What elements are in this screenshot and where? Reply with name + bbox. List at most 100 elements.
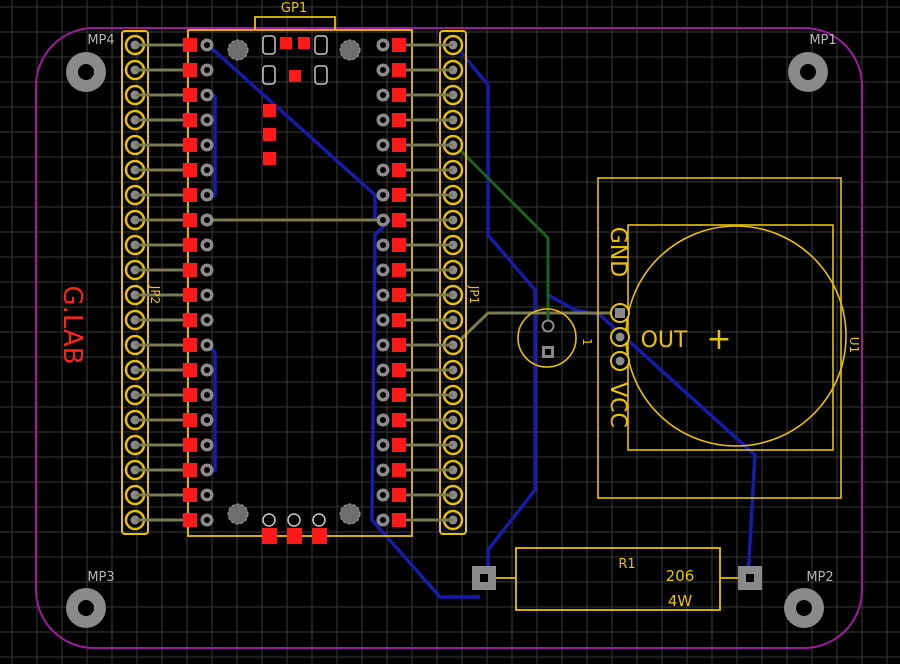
gp1-left-hole-center (204, 292, 210, 298)
gp1-right-hole-center (380, 92, 386, 98)
gp1-right-hole-center (380, 367, 386, 373)
gp1-bottom-pads (262, 513, 327, 544)
gp1-right-pads (376, 38, 453, 527)
gp1-left-hole-center (204, 367, 210, 373)
gp1-left-pad (183, 88, 197, 102)
gp1-left-pad (183, 63, 197, 77)
gp1-right-pad (392, 463, 406, 477)
gp1-left-pad (183, 138, 197, 152)
gp1-right-hole-center (380, 392, 386, 398)
gp1-right-hole-center (380, 317, 386, 323)
trace-blue-6 (547, 293, 757, 579)
gp1-left-hole-center (204, 267, 210, 273)
r1-power-label: 4W (668, 592, 693, 610)
gp1-left-hole-center (204, 242, 210, 248)
gp1-left-pads (135, 38, 214, 527)
r1-pads (472, 566, 762, 590)
r1-outline (496, 547, 738, 611)
r1-label: R1 (618, 557, 635, 572)
gp1-right-pad (392, 488, 406, 502)
gp1-right-pad (392, 413, 406, 427)
gp1-left-hole-center (204, 92, 210, 98)
gp1-right-hole-center (380, 67, 386, 73)
gp1-left-pad (183, 388, 197, 402)
gp1-left-pad (183, 288, 197, 302)
gp1-right-pad (392, 263, 406, 277)
jp1-body (439, 30, 467, 535)
gp1-right-pad (392, 188, 406, 202)
gp1-right-hole-center (380, 167, 386, 173)
gp1-right-hole-center (380, 42, 386, 48)
gp1-left-pad (183, 263, 197, 277)
gp1-right-pad (392, 238, 406, 252)
gp1-left-hole-center (204, 392, 210, 398)
gp1-left-pad (183, 313, 197, 327)
gp1-right-hole-center (380, 492, 386, 498)
gp1-right-pad (392, 63, 406, 77)
gp1-right-hole-center (380, 417, 386, 423)
gp1-right-pad (392, 513, 406, 527)
mp4-label: MP4 (87, 33, 114, 48)
gp1-left-pad (183, 363, 197, 377)
jp2-label: JP2 (148, 285, 162, 304)
mp2-label: MP2 (806, 570, 833, 585)
gp1-left-pad (183, 463, 197, 477)
gp1-left-hole-center (204, 467, 210, 473)
gp1-left-hole-center (204, 317, 210, 323)
gp1-left-hole-center (204, 117, 210, 123)
gp1-top-components (262, 35, 328, 165)
glab-logo-text: G.LAB (57, 285, 87, 364)
mp1-hole (788, 52, 828, 92)
gp1-right-hole-center (380, 217, 386, 223)
gp1-right-pad (392, 163, 406, 177)
gp1-left-hole-center (204, 417, 210, 423)
gp1-left-pad (183, 213, 197, 227)
gp1-label: GP1 (281, 1, 307, 16)
gp1-right-hole-center (380, 267, 386, 273)
gp1-bosses (227, 39, 361, 525)
gp1-right-pad (392, 213, 406, 227)
gp1-left-pad (183, 438, 197, 452)
trace-blue-1 (206, 43, 377, 220)
gp1-right-hole-center (380, 117, 386, 123)
gp1-right-hole-center (380, 517, 386, 523)
sensor-vcc-label: VCC (605, 382, 630, 428)
gp1-right-pad (392, 38, 406, 52)
r1-value-label: 206 (666, 567, 695, 585)
board-outline (35, 27, 863, 649)
gp1-left-hole-center (204, 167, 210, 173)
gp1-left-pad (183, 413, 197, 427)
gp1-right-pad (392, 313, 406, 327)
jp1-label: JP1 (467, 285, 481, 304)
gp1-left-pad (183, 338, 197, 352)
gp1-right-pad (392, 113, 406, 127)
trace-blue-4 (370, 218, 480, 599)
gp1-right-pad (392, 288, 406, 302)
gp1-left-pad (183, 488, 197, 502)
q-component (517, 308, 577, 368)
gp1-right-hole-center (380, 467, 386, 473)
gp1-right-pad (392, 338, 406, 352)
gp1-right-hole-center (380, 192, 386, 198)
gp1-left-hole-center (204, 442, 210, 448)
gp1-left-pad (183, 113, 197, 127)
gp1-left-hole-center (204, 142, 210, 148)
sensor-out-label: OUT (641, 328, 688, 353)
gp1-left-pad (183, 238, 197, 252)
gp1-right-hole-center (380, 242, 386, 248)
gp1-right-hole-center (380, 142, 386, 148)
gp1-left-pad (183, 163, 197, 177)
mp3-label: MP3 (87, 570, 114, 585)
mp2-hole (784, 588, 824, 628)
mounting-holes (66, 52, 828, 628)
gp1-left-hole-center (204, 42, 210, 48)
gp1-right-pad (392, 438, 406, 452)
gp1-left-hole-center (204, 67, 210, 73)
u1-label: U1 (847, 337, 861, 353)
gp1-right-pad (392, 88, 406, 102)
gp1-left-hole-center (204, 492, 210, 498)
jp2-body (121, 30, 149, 535)
gp1-right-hole-center (380, 442, 386, 448)
